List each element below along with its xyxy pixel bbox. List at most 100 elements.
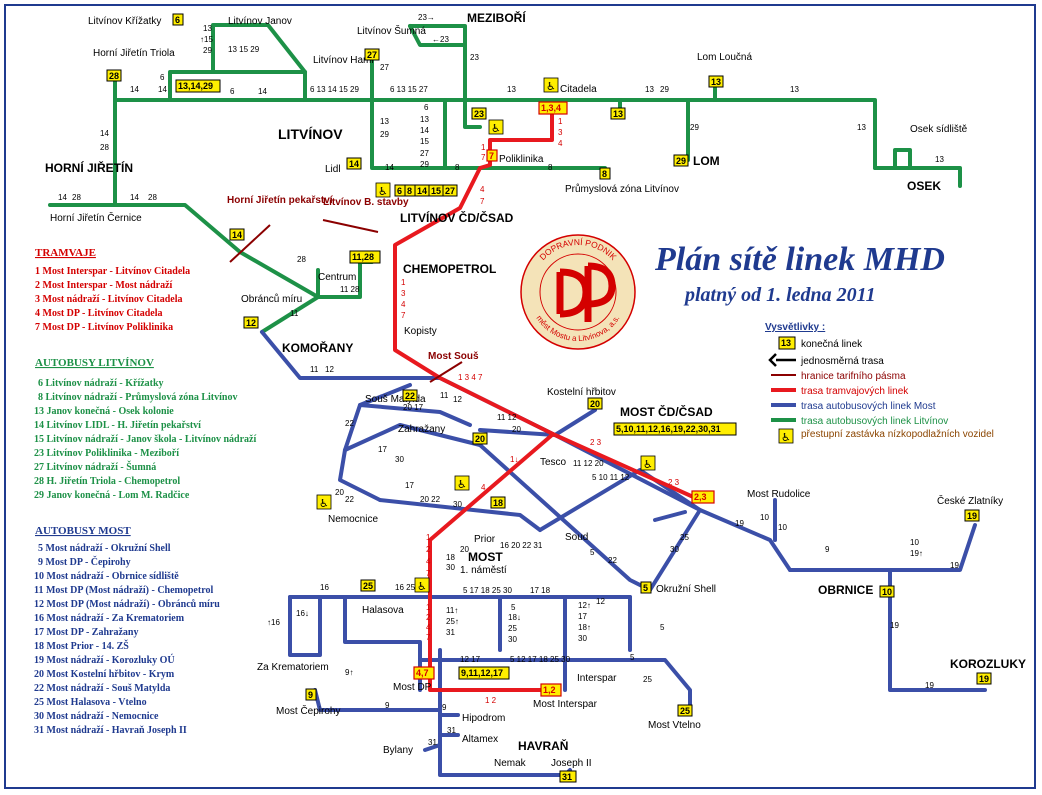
svg-text:11 28: 11 28 — [340, 285, 360, 294]
stop-label: Interspar — [577, 673, 617, 684]
svg-text:30: 30 — [508, 635, 517, 644]
city-label: MOST ČD/ČSAD — [620, 404, 713, 419]
legend-bus-most-item: 25 Most Halasova - Vtelno — [34, 697, 147, 708]
terminus-box: 5,10,11,12,16,19,22,30,31 — [613, 422, 737, 436]
svg-text:12: 12 — [596, 597, 605, 606]
stop-label: Bylany — [383, 745, 413, 756]
svg-text:27: 27 — [380, 63, 389, 72]
stop-label: Souš Matylda — [365, 394, 426, 405]
svg-text:11: 11 — [310, 365, 319, 374]
svg-text:♿: ♿ — [417, 580, 427, 593]
svg-text:14: 14 — [417, 186, 427, 196]
svg-text:♿: ♿ — [319, 497, 329, 510]
svg-text:11: 11 — [290, 309, 299, 318]
dp-logo: DOPRAVNÍ PODNIK měst Mostu a Litvínova, … — [520, 234, 636, 350]
svg-text:29: 29 — [203, 46, 212, 55]
svg-text:2: 2 — [426, 613, 431, 622]
terminus-box: 9 — [305, 688, 317, 701]
stop-label: Prior — [474, 534, 496, 545]
zone-label: Litvínov B. stavby — [323, 197, 409, 208]
svg-text:1: 1 — [426, 603, 431, 612]
stop-label: Joseph II — [551, 758, 592, 769]
legend-tram-item: 3 Most nádraží - Litvínov Citadela — [35, 294, 183, 305]
svg-text:♿: ♿ — [546, 80, 556, 93]
svg-text:5,10,11,12,16,19,22,30,31: 5,10,11,12,16,19,22,30,31 — [616, 424, 721, 434]
svg-text:18↑: 18↑ — [578, 623, 591, 632]
svg-text:11: 11 — [440, 391, 449, 400]
svg-text:8: 8 — [548, 163, 553, 172]
legend-symbols: Vysvětlivky : 13 konečná linek jednosměr… — [765, 322, 994, 444]
terminus-box: 1,2 — [540, 683, 562, 697]
svg-text:♿: ♿ — [378, 185, 388, 198]
legend-tram-item: 1 Most Interspar - Litvínov Citadela — [35, 266, 190, 277]
stop-label: Altamex — [462, 734, 498, 745]
legend-bus-litvinov-item: 14 Litvínov LIDL - H. Jiřetín pekařství — [34, 420, 201, 431]
city-label: KOMOŘANY — [282, 340, 353, 355]
terminus-box: 8 — [599, 167, 611, 180]
legend-bus-litvinov-item: 13 Janov konečná - Osek kolonie — [34, 406, 174, 417]
svg-text:16↓: 16↓ — [296, 609, 309, 618]
svg-text:6: 6 — [424, 103, 429, 112]
city-label: CHEMOPETROL — [403, 262, 496, 276]
svg-text:13,14,29: 13,14,29 — [178, 81, 213, 91]
svg-text:19: 19 — [890, 621, 899, 630]
legend-bus-litvinov-item: 29 Janov konečná - Lom M. Radčice — [34, 490, 190, 501]
svg-text:1: 1 — [401, 278, 406, 287]
stop-label: Most Čepirohy — [276, 704, 340, 717]
stop-label: Průmyslová zóna Litvínov — [565, 183, 679, 195]
svg-text:7: 7 — [426, 633, 431, 642]
svg-text:18: 18 — [493, 498, 503, 508]
city-label: HAVRAŇ — [518, 738, 568, 753]
stop-label: Litvínov Janov — [228, 16, 292, 27]
svg-text:13: 13 — [507, 85, 516, 94]
svg-text:29: 29 — [690, 123, 699, 132]
svg-text:5 12 17 18 25 30: 5 12 17 18 25 30 — [510, 655, 571, 664]
stop-label: Litvínov Křížatky — [88, 16, 161, 27]
svg-text:28: 28 — [100, 143, 109, 152]
terminus-box: 13 — [708, 75, 724, 88]
svg-text:6 13 14 15 29: 6 13 14 15 29 — [310, 85, 359, 94]
legend-bus-most-item: 10 Most nádraží - Obrnice sídliště — [34, 571, 179, 582]
legend-bus-litvinov-item: 23 Litvínov Poliklinika - Meziboří — [34, 448, 179, 459]
svg-text:22: 22 — [345, 495, 354, 504]
svg-text:8: 8 — [602, 169, 607, 179]
svg-text:31: 31 — [562, 772, 572, 782]
litvinov-bus-routes — [48, 23, 962, 334]
svg-text:1: 1 — [558, 117, 563, 126]
svg-text:31: 31 — [428, 738, 437, 747]
stop-label: Hipodrom — [462, 713, 505, 724]
svg-text:3: 3 — [558, 128, 563, 137]
svg-text:3: 3 — [401, 289, 406, 298]
stop-label: Nemak — [494, 758, 527, 769]
svg-text:20: 20 — [475, 434, 485, 444]
svg-text:11↑: 11↑ — [446, 606, 458, 615]
stop-label: Litvínov Hamr — [313, 55, 375, 66]
svg-text:4: 4 — [426, 557, 431, 566]
stop-label: Soud — [565, 532, 588, 543]
wheelchair-icon: ♿ — [454, 475, 470, 491]
svg-text:←23: ←23 — [432, 35, 449, 44]
svg-text:8: 8 — [407, 186, 412, 196]
city-label: OBRNICE — [818, 583, 873, 597]
terminus-box: 28 — [106, 69, 122, 82]
svg-text:9,11,12,17: 9,11,12,17 — [461, 668, 503, 678]
svg-text:12: 12 — [325, 365, 334, 374]
stop-label: Most Vtelno — [648, 720, 701, 731]
svg-text:29: 29 — [380, 130, 389, 139]
city-label: LOM — [693, 154, 720, 168]
terminus-box: 5 — [640, 581, 652, 594]
svg-text:14: 14 — [130, 85, 139, 94]
stop-label: Poliklinika — [499, 154, 544, 165]
svg-text:20 22: 20 22 — [420, 495, 441, 504]
svg-text:↑15: ↑15 — [200, 35, 213, 44]
svg-text:5: 5 — [643, 583, 648, 593]
terminus-box: 23 — [471, 107, 487, 120]
svg-text:11 12 20: 11 12 20 — [573, 459, 604, 468]
svg-text:15: 15 — [420, 137, 429, 146]
svg-text:4: 4 — [401, 300, 406, 309]
stop-label: Most DP — [393, 682, 432, 693]
stop-label: Nemocnice — [328, 514, 378, 525]
legend-symbol-label: přestupní zastávka nízkopodlažních vozid… — [801, 429, 994, 440]
svg-text:5: 5 — [511, 603, 516, 612]
terminus-box: 18 — [490, 496, 506, 509]
